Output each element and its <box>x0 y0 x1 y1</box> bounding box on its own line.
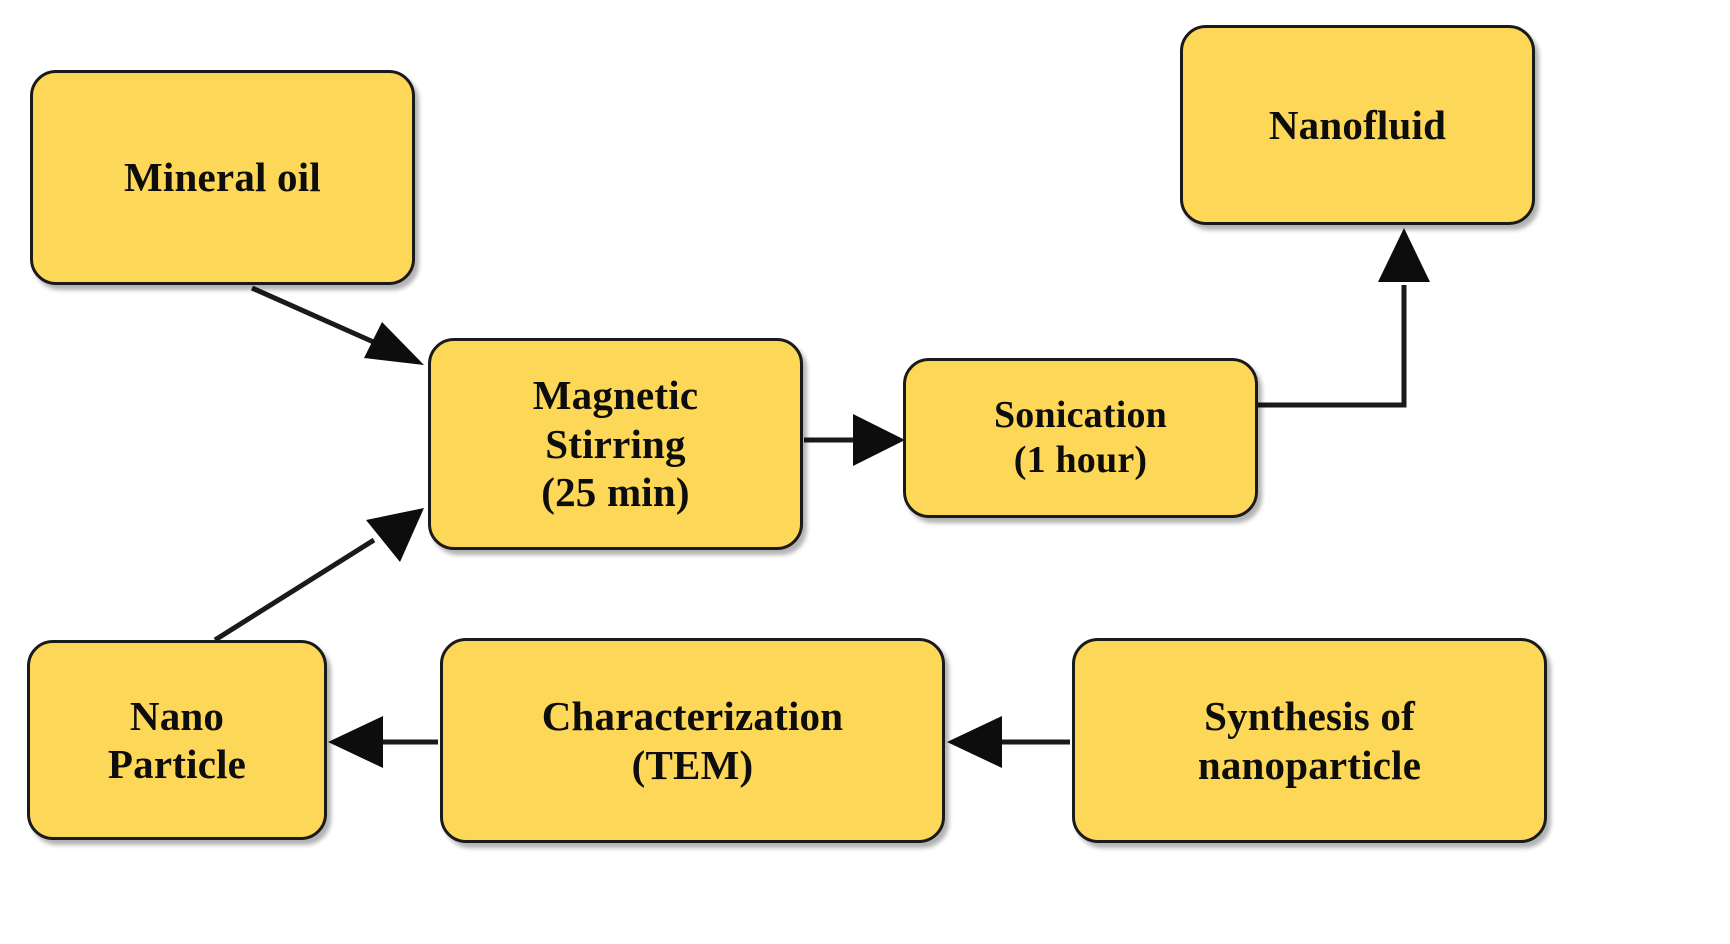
edge-synthesis-to-characterization <box>947 716 1070 768</box>
edge-magnetic-stirring-to-sonication <box>804 414 905 466</box>
edge-mineral-oil-to-magnetic-stirring <box>250 285 424 365</box>
node-characterization[interactable]: Characterization (TEM) <box>440 638 945 843</box>
node-synthesis[interactable]: Synthesis of nanoparticle <box>1072 638 1547 843</box>
node-synthesis-label: Synthesis of nanoparticle <box>1197 693 1422 788</box>
edge-characterization-to-nano-particle <box>328 716 438 768</box>
node-sonication-label: Sonication (1 hour) <box>993 394 1168 481</box>
node-characterization-label: Characterization (TEM) <box>541 693 844 788</box>
node-mineral-oil-label: Mineral oil <box>124 154 321 201</box>
node-nanofluid-label: Nanofluid <box>1268 101 1447 148</box>
node-magnetic-stirring[interactable]: Magnetic Stirring (25 min) <box>428 338 803 550</box>
edge-sonication-to-nanofluid <box>1258 228 1430 408</box>
node-nano-particle[interactable]: Nano Particle <box>27 640 327 840</box>
node-nano-particle-label: Nano Particle <box>107 692 247 787</box>
node-mineral-oil[interactable]: Mineral oil <box>30 70 415 285</box>
node-nanofluid[interactable]: Nanofluid <box>1180 25 1535 225</box>
node-magnetic-stirring-label: Magnetic Stirring (25 min) <box>532 372 699 516</box>
edge-nano-particle-to-magnetic-stirring <box>213 508 424 643</box>
node-sonication[interactable]: Sonication (1 hour) <box>903 358 1258 518</box>
